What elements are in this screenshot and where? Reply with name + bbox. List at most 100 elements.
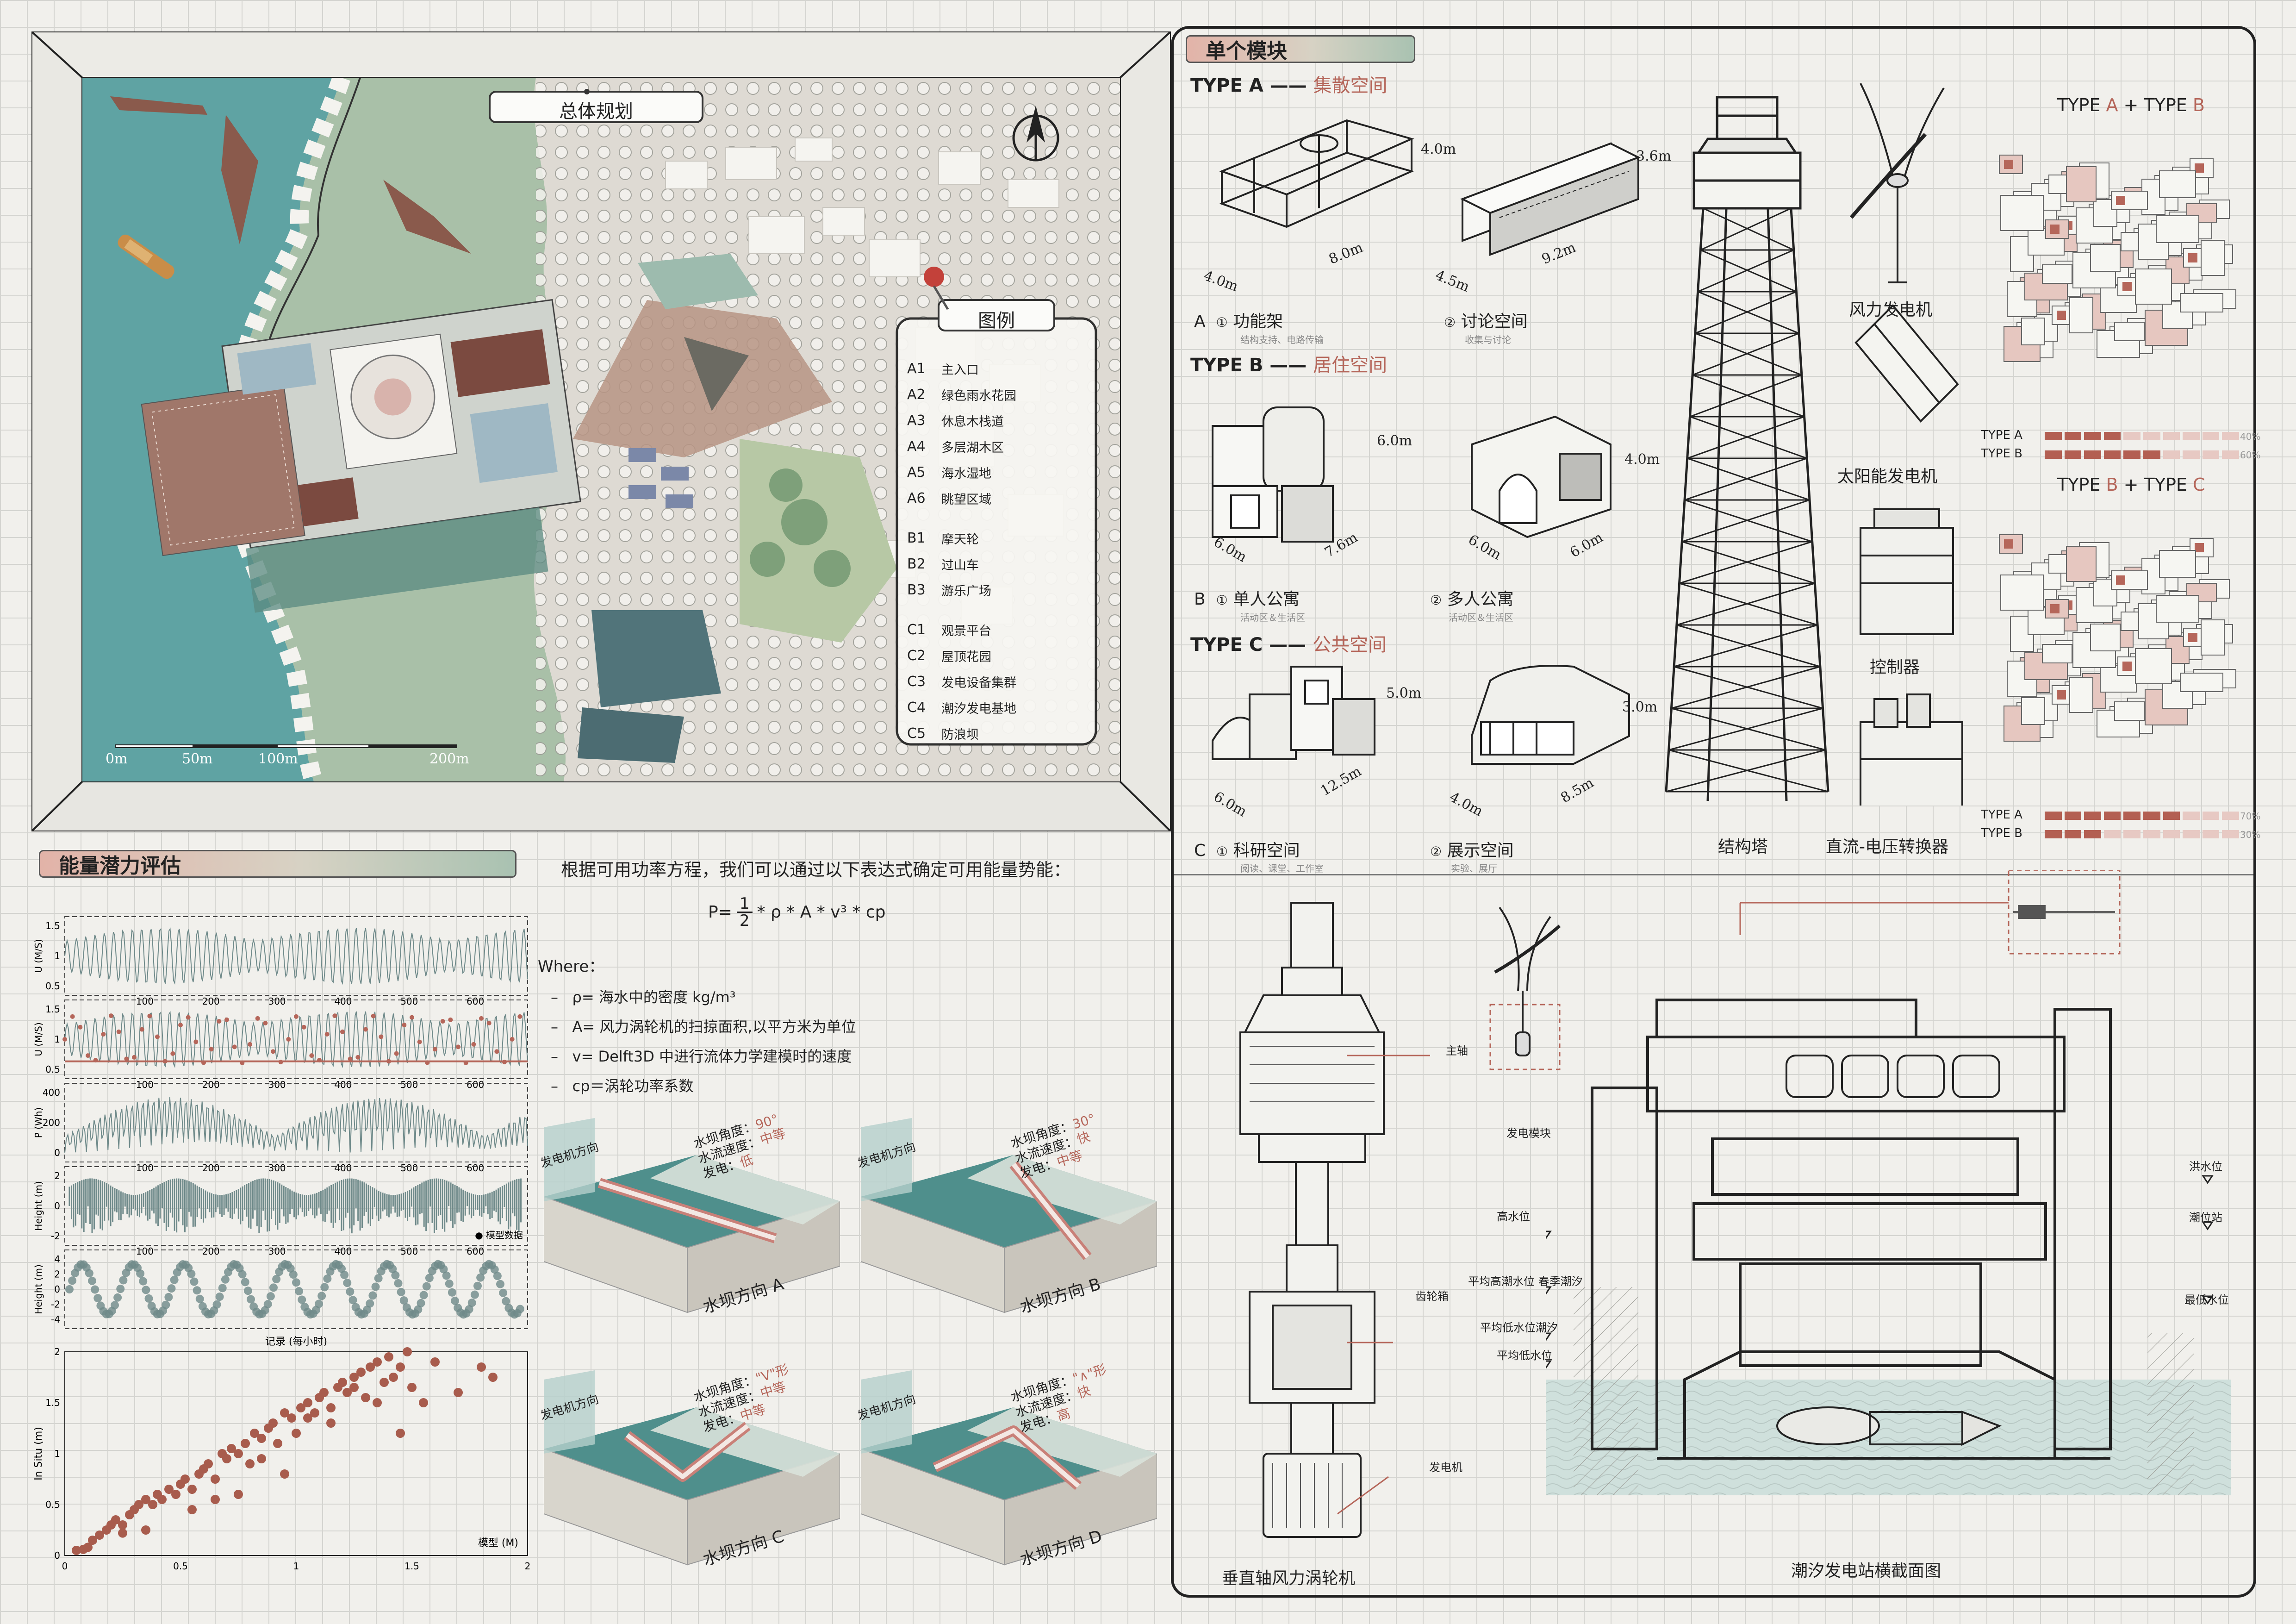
sample-point <box>425 1060 430 1065</box>
ratio-segment <box>2143 450 2160 459</box>
sample-point <box>301 1024 306 1030</box>
dim-c2-h: 3.0m <box>1622 699 1658 715</box>
ratio-segment <box>2123 812 2140 820</box>
scatter-point <box>349 1383 359 1392</box>
height-point <box>139 1277 148 1286</box>
module-a1-sub: 结构支持、电路传输 <box>1240 334 1324 345</box>
sample-point <box>271 1049 275 1054</box>
dam-diagram-a: 发电机方向水坝角度：90°水流速度：中等发电：低水坝方向 A <box>539 1111 840 1331</box>
x-tick-label: 500 <box>400 1246 418 1257</box>
sample-point <box>62 1037 67 1042</box>
scatter-point <box>454 1388 463 1397</box>
sample-point <box>479 1016 484 1021</box>
dam-block <box>543 1370 840 1566</box>
scatter-y-tick: 2 <box>54 1346 60 1357</box>
legend-label: 主入口 <box>941 362 979 377</box>
height-point <box>363 1305 372 1314</box>
where-item: – cp＝涡轮功率系数 <box>551 1077 694 1095</box>
height-point <box>170 1275 179 1284</box>
scatter-point <box>287 1413 296 1423</box>
x-tick-label: 500 <box>400 1162 418 1174</box>
legend-code: A6 <box>907 490 926 506</box>
scatter-point <box>403 1347 412 1356</box>
scatter-point <box>389 1373 398 1382</box>
height-point <box>467 1299 476 1307</box>
generator-module-drawing <box>1489 906 1561 1070</box>
x-tick-label: 200 <box>202 996 220 1007</box>
level-mean-high-spring: 平均高潮水位 春季潮汐 <box>1468 1275 1583 1288</box>
level-mean-low: 平均低水位 <box>1497 1349 1552 1362</box>
dim-b1-h: 6.0m <box>1377 433 1412 449</box>
dim-a1-h: 4.0m <box>1421 141 1456 157</box>
chart-frame <box>64 1083 528 1162</box>
legend-code: A5 <box>907 464 926 481</box>
generator-module-label: 发电模块 <box>1506 1127 1551 1140</box>
gearbox-label: 齿轮箱 <box>1415 1290 1449 1303</box>
legend-label: 休息木栈道 <box>941 414 1004 429</box>
height-point <box>195 1294 204 1303</box>
scatter-x-label: 模型 (M) <box>478 1537 518 1549</box>
where-item: – v= Delft3D 中进行流体力学建模时的速度 <box>551 1048 852 1065</box>
sample-point <box>317 1058 322 1063</box>
sample-point <box>494 1049 499 1054</box>
height-point <box>298 1295 306 1304</box>
scatter-point <box>134 1500 143 1509</box>
ratio-segment <box>2123 450 2140 459</box>
height-point <box>162 1300 170 1309</box>
y-axis-label: Height (m) <box>33 1264 44 1314</box>
combo-ratio-bar <box>2045 830 2239 838</box>
x-tick-label: 600 <box>467 996 484 1007</box>
height-point <box>215 1293 224 1301</box>
ratio-segment <box>2183 812 2200 820</box>
dim-c1-h: 5.0m <box>1386 685 1422 701</box>
sample-point <box>147 1013 152 1018</box>
scale-50: 50m <box>182 751 213 767</box>
scatter-y-tick: 0.5 <box>45 1499 60 1510</box>
scatter-point <box>180 1474 190 1484</box>
height-point <box>193 1286 201 1295</box>
x-tick-label: 300 <box>268 1162 286 1174</box>
sample-point <box>286 1037 291 1042</box>
ratio-segment <box>2222 830 2239 838</box>
sample-point <box>394 1051 399 1056</box>
x-tick-label: 200 <box>202 1162 220 1174</box>
height-point <box>417 1299 425 1307</box>
height-point <box>221 1275 230 1284</box>
height-point <box>391 1271 400 1280</box>
scatter-point <box>273 1439 282 1448</box>
power-formula: P= 1 2 * ρ * A * v³ * cp <box>708 894 886 930</box>
ratio-segment <box>2103 432 2121 440</box>
combo-title-part: B <box>2192 95 2205 115</box>
legend-code: B1 <box>907 530 926 546</box>
combo-title-part: + TYPE <box>2123 475 2187 495</box>
scatter-point <box>280 1469 289 1479</box>
scatter-point <box>488 1373 498 1382</box>
combo-title-part: A <box>2106 95 2118 115</box>
ratio-segment <box>2064 450 2082 459</box>
height-point <box>473 1281 482 1290</box>
main-shaft-label: 主轴 <box>1446 1044 1468 1057</box>
level-mean-low-tide: 平均低水位潮汐 <box>1480 1321 1558 1334</box>
height-point <box>346 1287 355 1296</box>
x-tick-label: 200 <box>202 1246 220 1257</box>
sample-point <box>332 1013 337 1018</box>
sample-point <box>386 1059 391 1064</box>
sample-point <box>124 1056 129 1062</box>
sample-point <box>471 1042 476 1047</box>
height-point <box>502 1297 510 1305</box>
chart-frame <box>64 916 528 996</box>
sample-point <box>86 1053 90 1058</box>
dam-block <box>860 1118 1157 1313</box>
combo-title: TYPE A + TYPE B <box>2057 95 2205 115</box>
x-tick-label: 400 <box>334 1162 352 1174</box>
height-point <box>348 1296 357 1305</box>
y-tick-label: 0 <box>54 1284 60 1295</box>
scale-200: 200m <box>429 751 469 767</box>
height-point <box>292 1278 300 1287</box>
height-point <box>465 1305 473 1314</box>
height-point <box>340 1270 349 1279</box>
